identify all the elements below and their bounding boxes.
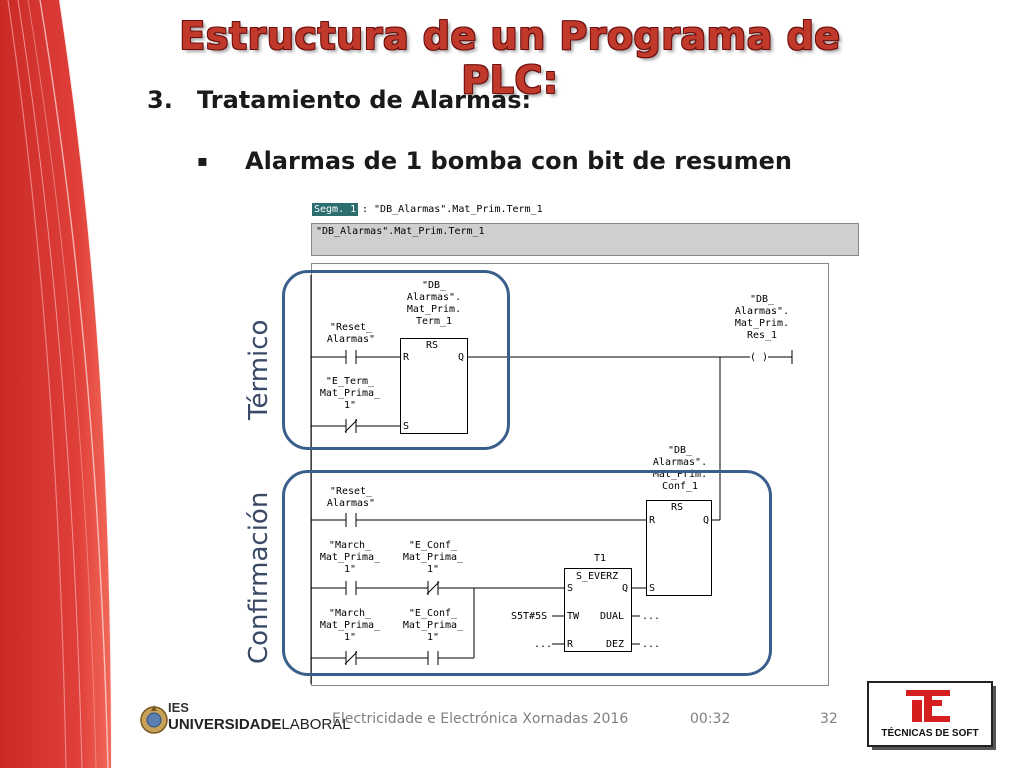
timer-r-pin: R [567,639,574,650]
timer-tw-value: S5T#5S [511,611,548,622]
termico-term-contact-label: "E_Term_ Mat_Prima_ 1" [319,376,381,411]
segment-comment: "DB_Alarmas".Mat_Prim.Term_1 [311,223,859,256]
confirmacion-rs-q: Q [703,515,710,526]
termico-rs-s: S [403,421,410,432]
footer-event: Electricidade e Electrónica Xornadas 201… [332,711,629,727]
timer-q-pin: Q [622,583,629,594]
logo-laboral-text: LABORAL [281,716,351,733]
logo-tecnicas-de-soft-text: TÉCNICAS DE SOFT [881,728,979,739]
termico-rs-r: R [403,352,410,363]
termico-coil-label: "DB_ Alarmas". Mat_Prim. Res_1 [734,294,790,341]
tecnicas-de-soft-emblem-icon [867,681,996,750]
termico-coil: ( ) [750,352,769,363]
confirmacion-group-outline [282,470,772,676]
termico-group-outline [282,270,510,450]
confirmacion-conf-contact-1-label: "E_Conf_ Mat_Prima_ 1" [402,540,464,575]
confirmacion-march-contact-2-label: "March_ Mat_Prima_ 1" [319,608,381,643]
logo-universidade-text: UNIVERSIDADE [168,716,282,733]
timer-dual-pin: DUAL [600,611,625,622]
timer-dual-value: ... [642,611,661,622]
slide-title: Estructura de un Programa de PLC: [179,14,841,102]
footer-page-number: 32 [820,711,838,727]
ies-emblem-icon [140,705,168,734]
timer-type: S_EVERZ [576,571,619,582]
timer-name: T1 [594,553,607,564]
section-title: Tratamiento de Alarmas: [197,86,532,114]
section-heading: 3. Tratamiento de Alarmas: [147,86,531,114]
termico-rs-type: RS [426,340,439,351]
logo-universidade-laboral-text: UNIVERSIDADELABORAL [168,716,351,733]
timer-tw-pin: TW [567,611,580,622]
segment-tag: Segm. 1 [312,203,359,216]
left-decorative-band [0,0,113,768]
confirmacion-group-label: Confirmación [244,491,274,664]
section-number: 3. [147,86,173,114]
timer-s-pin: S [567,583,574,594]
timer-dez-value: ... [642,639,661,650]
bullet-square-icon: ▪ [197,151,208,170]
confirmacion-reset-contact-label: "Reset_ Alarmas" [326,486,376,509]
ies-universidade-laboral-logo: IES UNIVERSIDADELABORAL [138,700,351,740]
logo-ies-text: IES [168,700,189,715]
confirmacion-conf-contact-2-label: "E_Conf_ Mat_Prima_ 1" [402,608,464,643]
timer-r-value: ... [534,639,553,650]
bullet-item: ▪ Alarmas de 1 bomba con bit de resumen [197,147,792,175]
termico-group-label: Térmico [244,319,274,420]
tecnicas-de-soft-logo: TÉCNICAS DE SOFT [866,680,998,752]
confirmacion-rs-type: RS [671,502,684,513]
confirmacion-march-contact-1-label: "March_ Mat_Prima_ 1" [319,540,381,575]
footer-time: 00:32 [690,711,731,727]
segment-title: : "DB_Alarmas".Mat_Prim.Term_1 [362,204,543,215]
confirmacion-rs-name: "DB_ Alarmas". Mat_Prim. Conf_1 [652,445,708,492]
confirmacion-rs-s: S [649,583,656,594]
bullet-text: Alarmas de 1 bomba con bit de resumen [245,147,793,175]
confirmacion-rs-block [646,500,712,596]
termico-rs-block [400,338,468,434]
timer-dez-pin: DEZ [606,639,625,650]
timer-block [564,568,632,652]
termico-rs-q: Q [458,352,465,363]
termico-rs-name: "DB_ Alarmas". Mat_Prim. Term_1 [406,280,462,327]
termico-reset-contact-label: "Reset_ Alarmas" [326,322,376,345]
confirmacion-rs-r: R [649,515,656,526]
